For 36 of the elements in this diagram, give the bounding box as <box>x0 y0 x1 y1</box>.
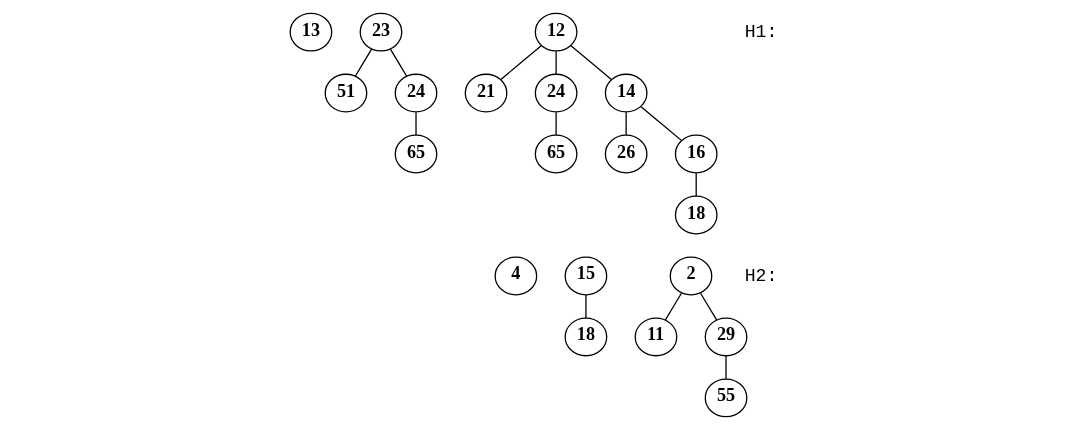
connector <box>354 48 373 77</box>
connector <box>570 45 612 81</box>
connector <box>640 106 682 141</box>
connector <box>555 50 557 75</box>
node-circle: 55 <box>704 378 748 418</box>
node-circle: 24 <box>394 73 438 113</box>
node-circle: 51 <box>324 73 368 113</box>
connector <box>625 111 627 136</box>
connector <box>695 172 697 197</box>
node-circle: 18 <box>674 195 718 235</box>
node-circle: 65 <box>394 134 438 174</box>
node-circle: 65 <box>534 134 578 174</box>
node-circle: 13 <box>289 12 333 52</box>
node-circle: 16 <box>674 134 718 174</box>
node-circle: 21 <box>464 73 508 113</box>
node-circle: 11 <box>634 317 678 357</box>
node-circle: 12 <box>534 12 578 52</box>
connector <box>725 355 727 380</box>
connector <box>389 48 408 77</box>
node-circle: 4 <box>494 256 538 296</box>
connector <box>585 294 587 319</box>
node-circle: 2 <box>669 256 713 296</box>
connector <box>699 292 718 321</box>
node-circle: 29 <box>704 317 748 357</box>
label: H2: <box>744 265 778 286</box>
connector <box>500 45 542 81</box>
node-circle: 26 <box>604 134 648 174</box>
node-circle: 23 <box>359 12 403 52</box>
node-circle: 15 <box>564 256 608 296</box>
connector <box>555 111 557 136</box>
connector <box>415 111 417 136</box>
node-circle: 18 <box>564 317 608 357</box>
label: H1: <box>744 21 778 42</box>
node-circle: 24 <box>534 73 578 113</box>
node-circle: 14 <box>604 73 648 113</box>
connector <box>664 292 683 321</box>
